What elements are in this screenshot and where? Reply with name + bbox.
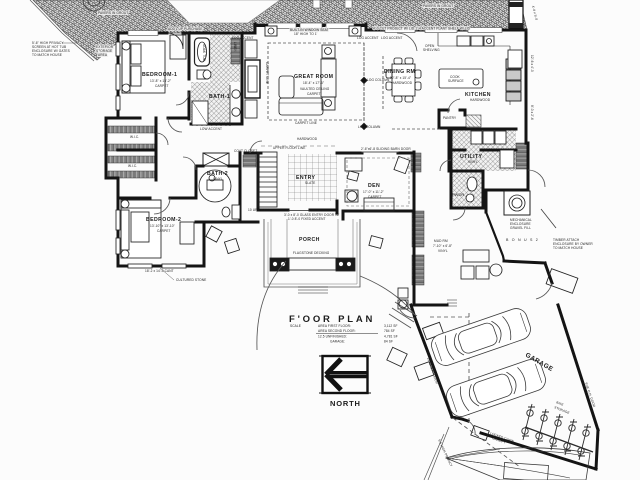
svg-text:GARAGE:: GARAGE:: [330, 340, 345, 344]
svg-text:COAT CLOSET: COAT CLOSET: [234, 149, 257, 153]
svg-text:B O N U S 2: B O N U S 2: [506, 238, 539, 242]
svg-text:STORAGE: STORAGE: [96, 49, 112, 53]
svg-text:VINYL: VINYL: [213, 177, 223, 181]
svg-text:3,112 SF: 3,112 SF: [384, 324, 398, 328]
svg-text:W.I.C.: W.I.C.: [130, 135, 139, 139]
svg-text:ENTRY: ENTRY: [296, 175, 316, 181]
svg-text:LOG COLUMN: LOG COLUMN: [367, 78, 390, 82]
svg-text:AREA: AREA: [98, 53, 108, 57]
svg-text:12'-8" x 15'-4": 12'-8" x 15'-4": [390, 76, 411, 80]
svg-text:SCREEN AT HOT TUB: SCREEN AT HOT TUB: [32, 45, 66, 49]
svg-text:MECHANICAL: MECHANICAL: [510, 218, 532, 222]
svg-text:ENCLOSURE: ENCLOSURE: [510, 222, 531, 226]
svg-text:COOK: COOK: [450, 75, 461, 79]
svg-text:DEN: DEN: [368, 183, 380, 189]
svg-text:12'-6 x 4'-0: 12'-6 x 4'-0: [530, 55, 534, 72]
svg-text:2'-6"x6'-8 SLIDING BARN DOOR: 2'-6"x6'-8 SLIDING BARN DOOR: [361, 147, 411, 151]
svg-text:BATH-1: BATH-1: [209, 94, 230, 100]
svg-text:LOW ACCENT: LOW ACCENT: [200, 127, 222, 131]
svg-text:784 SF: 784 SF: [384, 329, 395, 333]
svg-text:PANTRY: PANTRY: [443, 116, 457, 120]
svg-text:10 UP RISERS: 10 UP RISERS: [248, 208, 271, 212]
svg-text:OPEN: OPEN: [425, 44, 435, 48]
svg-text:SLATE: SLATE: [305, 181, 315, 185]
svg-text:SCALE: SCALE: [290, 324, 301, 328]
svg-text:KITCHEN: KITCHEN: [465, 92, 491, 98]
svg-text:LOG ACCENT: LOG ACCENT: [232, 36, 254, 40]
svg-text:GRAVEL FILL: GRAVEL FILL: [510, 226, 531, 230]
svg-text:CANOPY: CANOPY: [492, 436, 507, 445]
svg-text:FLAGSTONE DECKING: FLAGSTONE DECKING: [293, 251, 330, 255]
svg-text:STORAGE: STORAGE: [554, 405, 571, 415]
svg-text:13'-10" x 13'-10": 13'-10" x 13'-10": [150, 224, 175, 228]
svg-text:W.I.C.: W.I.C.: [128, 164, 137, 168]
svg-text:PWDR: PWDR: [452, 192, 464, 197]
svg-text:HARDWOOD: HARDWOOD: [470, 98, 491, 102]
svg-text:3'-0 x 8'-0 GLASS ENTRY DOOR W: 3'-0 x 8'-0 GLASS ENTRY DOOR W/: [284, 213, 339, 217]
svg-text:ADD'L UP PURCHASE: ADD'L UP PURCHASE: [168, 27, 203, 31]
svg-text:84 SF: 84 SF: [384, 340, 393, 344]
svg-text:SHELVING: SHELVING: [423, 48, 440, 52]
svg-text:HARDWOOD: HARDWOOD: [297, 137, 318, 141]
svg-text:F'OOR PLAN: F'OOR PLAN: [289, 314, 375, 325]
svg-text:LOG ACCENT: LOG ACCENT: [357, 36, 379, 40]
svg-text:BATH-2: BATH-2: [207, 171, 228, 177]
svg-text:4'-0 CUT PROJECT W/ LID 1'-4: 4'-0 CUT PROJECT W/ LID 1'-4 ACCENT PLAN…: [373, 27, 471, 31]
svg-text:CARPET LINE: CARPET LINE: [265, 62, 269, 84]
svg-text:17'-0" x 11'-2": 17'-0" x 11'-2": [363, 190, 384, 194]
svg-text:7'-10" x 6'-8": 7'-10" x 6'-8": [433, 244, 452, 248]
svg-text:CARPET: CARPET: [307, 92, 321, 96]
svg-text:EXTERIOR: EXTERIOR: [96, 45, 114, 49]
svg-text:18" HIGH TO 1': 18" HIGH TO 1': [294, 32, 318, 36]
svg-text:AREA FIRST FLOOR:: AREA FIRST FLOOR:: [318, 324, 351, 328]
svg-text:TO MATCH HOUSE: TO MATCH HOUSE: [32, 53, 62, 57]
svg-text:BIKE: BIKE: [556, 400, 565, 407]
svg-text:CARPET: CARPET: [368, 195, 382, 199]
svg-text:PAVERS IN GROUT: PAVERS IN GROUT: [423, 4, 453, 8]
svg-text:VINYL: VINYL: [438, 249, 448, 253]
svg-text:NORTH: NORTH: [330, 399, 361, 408]
svg-text:BEDROOM-1: BEDROOM-1: [142, 72, 177, 78]
svg-text:TO MATCH HOUSE: TO MATCH HOUSE: [553, 246, 583, 250]
svg-text:4'-0 x 5'-0: 4'-0 x 5'-0: [531, 5, 539, 21]
svg-text:SOAK TUB: SOAK TUB: [202, 44, 206, 61]
svg-text:CULTURED STONE: CULTURED STONE: [176, 278, 206, 282]
svg-text:4,781 SF: 4,781 SF: [384, 335, 398, 339]
svg-text:VINYL: VINYL: [468, 160, 478, 164]
svg-text:MUD RM: MUD RM: [434, 239, 448, 243]
svg-text:18'-4" x 17'-6": 18'-4" x 17'-6": [303, 81, 324, 85]
svg-text:1'-0 8'-0 FIXED ACCENT: 1'-0 8'-0 FIXED ACCENT: [288, 217, 326, 221]
svg-text:CARPET LINE: CARPET LINE: [295, 121, 317, 125]
svg-text:PAVERS IN GROUT: PAVERS IN GROUT: [98, 11, 128, 15]
svg-text:TIMBER ATTACH: TIMBER ATTACH: [553, 238, 580, 242]
svg-text:DINING RM: DINING RM: [384, 69, 415, 75]
svg-text:8'-0 x 2'-6: 8'-0 x 2'-6: [530, 105, 534, 120]
svg-text:12.5 UNFINISHED:: 12.5 UNFINISHED:: [318, 335, 347, 339]
svg-text:HARDWOOD: HARDWOOD: [392, 81, 413, 85]
svg-text:13'-8" x 13'-2": 13'-8" x 13'-2": [150, 79, 171, 83]
svg-text:ENCLOSURE W/ GATES: ENCLOSURE W/ GATES: [32, 49, 70, 53]
svg-text:CARPET: CARPET: [157, 229, 171, 233]
svg-text:SURFACE: SURFACE: [448, 79, 464, 83]
svg-text:LINEN: LINEN: [233, 42, 237, 52]
svg-text:AREA SECOND FLOOR:: AREA SECOND FLOOR:: [318, 329, 356, 333]
svg-text:PORCH: PORCH: [299, 237, 320, 243]
svg-text:VAULTED CEILING: VAULTED CEILING: [300, 87, 330, 91]
svg-text:GREAT ROOM: GREAT ROOM: [294, 74, 333, 80]
svg-text:5'-6" HIGH PRIVACY: 5'-6" HIGH PRIVACY: [32, 41, 64, 45]
svg-text:BUILT-IN WINDOW SEAT: BUILT-IN WINDOW SEAT: [290, 28, 329, 32]
svg-text:18'-2 x 14'-0 CANT: 18'-2 x 14'-0 CANT: [145, 269, 174, 273]
svg-text:LOG ACCENT: LOG ACCENT: [381, 36, 403, 40]
svg-text:UPPER FLOOR LINE: UPPER FLOOR LINE: [273, 146, 305, 150]
svg-text:ENCLOSURE BY OWNER: ENCLOSURE BY OWNER: [553, 242, 593, 246]
svg-text:CARPET: CARPET: [155, 84, 169, 88]
svg-text:UTILITY: UTILITY: [460, 154, 483, 160]
svg-text:LOG COLUMN: LOG COLUMN: [358, 125, 381, 129]
svg-text:BEDROOM-2: BEDROOM-2: [146, 217, 181, 223]
